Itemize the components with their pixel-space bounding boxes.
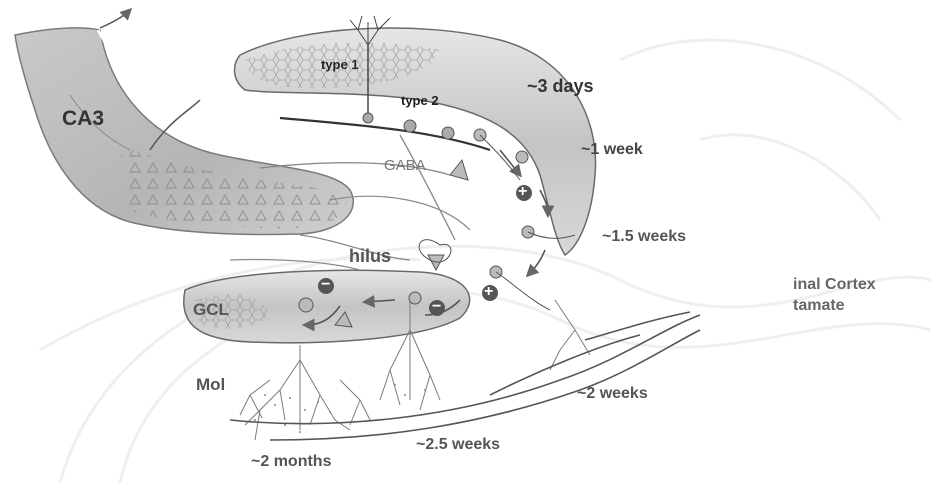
label-mol: Mol xyxy=(196,375,225,395)
plus-sign-2: + xyxy=(484,283,493,301)
label-gaba: GABA xyxy=(384,157,426,174)
label-gcl: GCL xyxy=(193,300,229,320)
label-type1: type 1 xyxy=(321,57,359,72)
label-tamate: tamate xyxy=(793,297,845,315)
label-3-days: ~3 days xyxy=(527,76,594,97)
label-type2: type 2 xyxy=(401,93,439,108)
label-ca3: CA3 xyxy=(62,107,104,131)
label-2-5-weeks: ~2.5 weeks xyxy=(416,436,500,454)
minus-sign-1: − xyxy=(432,298,441,316)
label-2-months: ~2 months xyxy=(251,453,331,471)
neuron-type2 xyxy=(404,120,454,139)
label-1-5-weeks: ~1.5 weeks xyxy=(602,228,686,246)
label-cortex: inal Cortex xyxy=(793,276,876,294)
label-2-weeks: ~2 weeks xyxy=(577,385,648,403)
label-hilus: hilus xyxy=(349,246,391,267)
plus-sign-1: + xyxy=(518,183,527,201)
label-1-week: ~1 week xyxy=(581,141,643,159)
minus-sign-2: − xyxy=(321,276,330,294)
